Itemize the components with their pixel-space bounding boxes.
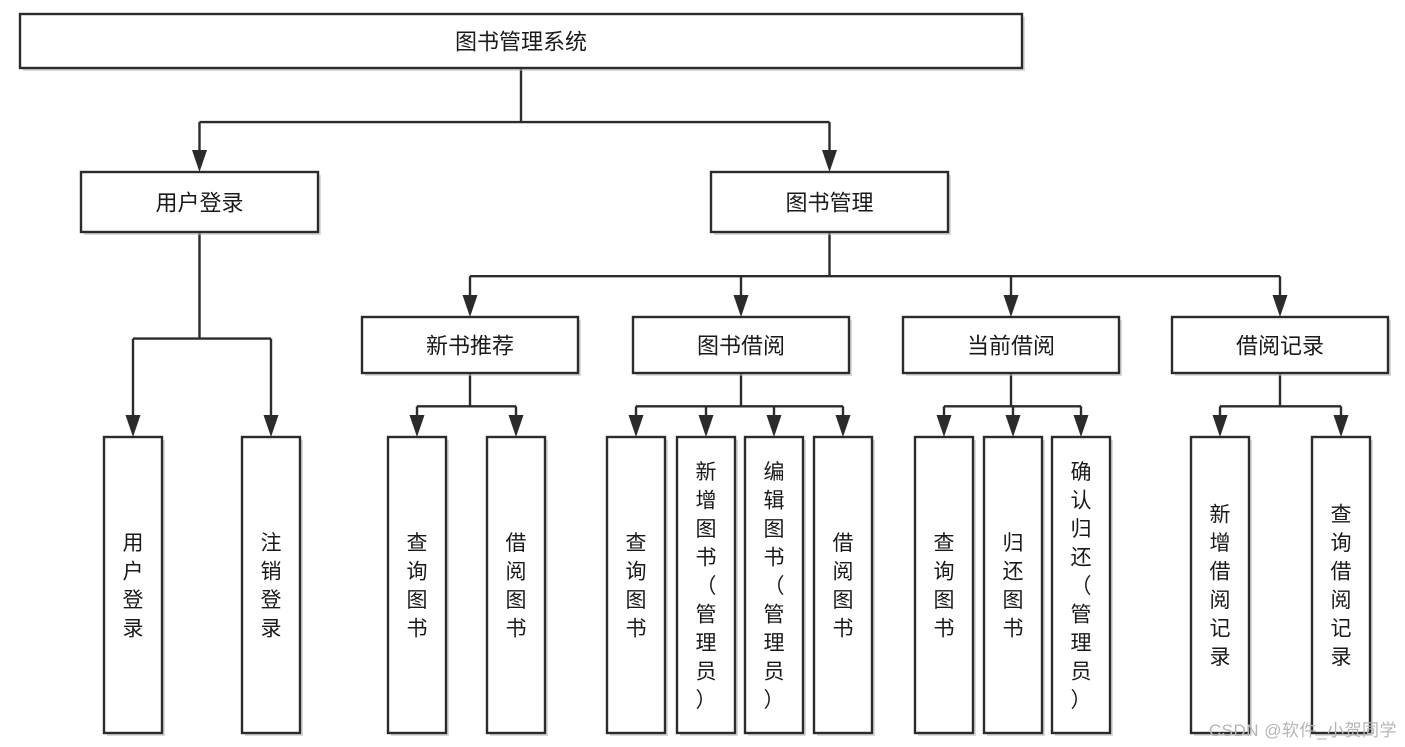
node-label: 查询图书 bbox=[407, 532, 428, 641]
node-rect[interactable] bbox=[605, 435, 667, 735]
node-rect[interactable] bbox=[1170, 315, 1390, 375]
node-leaf-rec-query-book[interactable]: 查询图书 bbox=[386, 435, 449, 736]
node-rect[interactable] bbox=[485, 435, 547, 735]
node-leaf-bb-borrow-book[interactable]: 借阅图书 bbox=[812, 435, 875, 736]
node-l2-book-borrow[interactable]: 图书借阅 bbox=[631, 315, 852, 376]
node-rect[interactable] bbox=[812, 435, 874, 735]
node-label: 查询图书 bbox=[934, 532, 955, 641]
node-label: 图书管理系统 bbox=[455, 30, 587, 55]
node-label: 图书管理 bbox=[785, 191, 873, 216]
node-root[interactable]: 图书管理系统 bbox=[18, 12, 1025, 71]
node-rect[interactable] bbox=[1050, 435, 1112, 735]
node-label: 查询借阅记录 bbox=[1331, 504, 1352, 670]
node-leaf-bb-query-book[interactable]: 查询图书 bbox=[605, 435, 668, 736]
node-leaf-bb-edit-book[interactable]: 编辑图书（管理员） bbox=[743, 435, 806, 736]
node-label: 当前借阅 bbox=[967, 334, 1055, 359]
node-label: 注销登录 bbox=[261, 532, 282, 641]
node-l1-book-manage[interactable]: 图书管理 bbox=[709, 170, 951, 235]
node-rect[interactable] bbox=[709, 170, 950, 234]
node-label: 归还图书 bbox=[1003, 532, 1024, 641]
node-leaf-bb-add-book[interactable]: 新增图书（管理员） bbox=[675, 435, 738, 736]
node-rect[interactable] bbox=[1310, 435, 1372, 735]
node-rect[interactable] bbox=[102, 435, 164, 735]
node-label: 编辑图书（管理员） bbox=[764, 461, 785, 712]
node-layer: 图书管理系统用户登录图书管理新书推荐图书借阅当前借阅借阅记录用户登录注销登录查询… bbox=[18, 12, 1391, 736]
node-label: 借阅记录 bbox=[1236, 334, 1324, 359]
node-label: 图书借阅 bbox=[697, 334, 785, 359]
node-label: 借阅图书 bbox=[833, 532, 854, 641]
node-rect[interactable] bbox=[631, 315, 851, 375]
node-label: 新增借阅记录 bbox=[1210, 504, 1231, 670]
node-rect[interactable] bbox=[913, 435, 975, 735]
node-label: 查询图书 bbox=[626, 532, 647, 641]
connector-layer bbox=[125, 68, 1349, 437]
node-label: 借阅图书 bbox=[506, 532, 527, 641]
node-leaf-br-query-record[interactable]: 查询借阅记录 bbox=[1310, 435, 1373, 736]
node-leaf-cb-return-book[interactable]: 归还图书 bbox=[982, 435, 1045, 736]
node-leaf-user-logout[interactable]: 注销登录 bbox=[240, 435, 303, 736]
node-leaf-cb-query-book[interactable]: 查询图书 bbox=[913, 435, 976, 736]
node-rect[interactable] bbox=[79, 170, 320, 234]
node-leaf-rec-borrow-book[interactable]: 借阅图书 bbox=[485, 435, 548, 736]
node-rect[interactable] bbox=[240, 435, 302, 735]
node-l2-current-borrow[interactable]: 当前借阅 bbox=[901, 315, 1122, 376]
node-leaf-cb-confirm-return[interactable]: 确认归还（管理员） bbox=[1050, 435, 1113, 736]
node-rect[interactable] bbox=[18, 12, 1024, 70]
node-label: 新增图书（管理员） bbox=[696, 461, 717, 712]
node-rect[interactable] bbox=[675, 435, 737, 735]
node-leaf-user-login[interactable]: 用户登录 bbox=[102, 435, 165, 736]
node-l2-new-book-rec[interactable]: 新书推荐 bbox=[360, 315, 581, 376]
node-l1-user-login[interactable]: 用户登录 bbox=[79, 170, 321, 235]
node-rect[interactable] bbox=[386, 435, 448, 735]
node-l2-borrow-record[interactable]: 借阅记录 bbox=[1170, 315, 1391, 376]
node-rect[interactable] bbox=[743, 435, 805, 735]
node-rect[interactable] bbox=[1189, 435, 1251, 735]
node-leaf-br-add-record[interactable]: 新增借阅记录 bbox=[1189, 435, 1252, 736]
node-label: 新书推荐 bbox=[426, 334, 514, 359]
node-label: 用户登录 bbox=[155, 191, 243, 216]
node-rect[interactable] bbox=[901, 315, 1121, 375]
node-label: 用户登录 bbox=[123, 532, 144, 641]
node-rect[interactable] bbox=[360, 315, 580, 375]
node-label: 确认归还（管理员） bbox=[1071, 461, 1092, 712]
node-rect[interactable] bbox=[982, 435, 1044, 735]
